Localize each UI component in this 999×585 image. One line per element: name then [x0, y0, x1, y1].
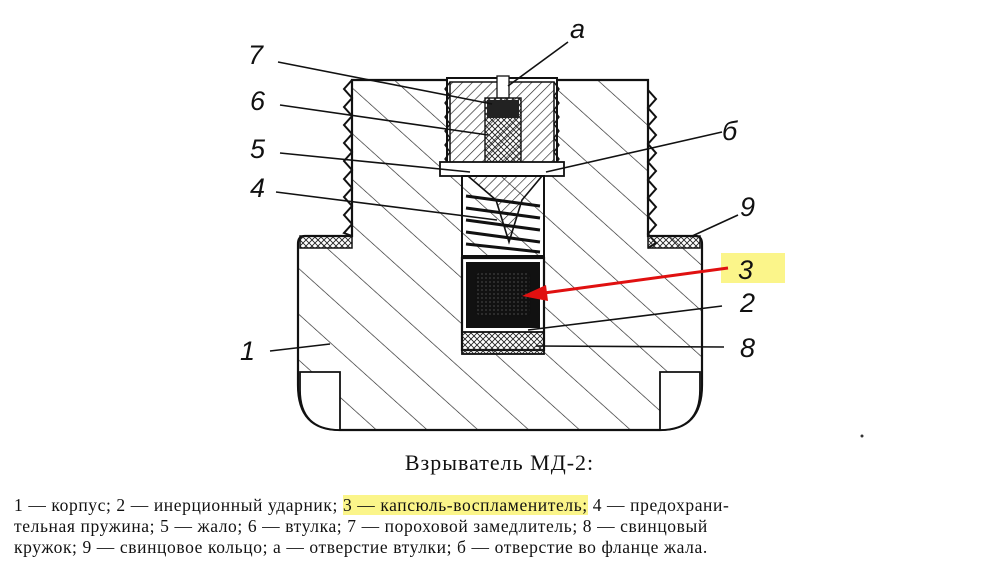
label-4: 4: [250, 173, 265, 203]
lead-disc: [461, 331, 545, 355]
legend-text: 1 — корпус; 2 — инерционный ударник; 3 —…: [14, 495, 989, 558]
label-a: а: [570, 14, 585, 44]
recess-left: [299, 371, 341, 431]
label-3: 3: [738, 255, 753, 285]
label-5: 5: [250, 134, 266, 164]
legend-line-1-start: 1 — корпус; 2 — инерционный ударник;: [14, 495, 343, 515]
label-b: б: [722, 116, 738, 146]
recess-right: [659, 371, 701, 431]
legend-highlight-primer: 3 — капсюль-воспламенитель;: [342, 495, 588, 515]
lead-ring-right: [647, 235, 701, 249]
label-1: 1: [240, 336, 255, 366]
label-6: 6: [250, 86, 266, 116]
leader-lines: [269, 41, 739, 352]
speck-dot: [860, 434, 864, 438]
legend-line-3: кружок; 9 — свинцовое кольцо; а — отверс…: [14, 537, 708, 557]
central-channel: [439, 75, 565, 355]
label-3-highlight: [721, 253, 785, 283]
figure-caption: Взрыватель МД-2:: [404, 450, 595, 475]
label-8: 8: [740, 333, 755, 363]
safety-spring: [465, 194, 541, 254]
primer: [475, 271, 531, 317]
label-9: 9: [740, 192, 755, 222]
legend-line-2: тельная пружина; 5 — жало; 6 — втулка; 7…: [14, 516, 708, 536]
label-2: 2: [739, 288, 755, 318]
red-arrow: [522, 266, 729, 301]
right-thread: [646, 89, 658, 249]
legend-line-1-end: 4 — предохрани-: [587, 495, 730, 515]
lead-ring-left: [299, 235, 353, 249]
left-thread: [342, 79, 354, 237]
bushing-hole: [496, 75, 510, 99]
legend-line-1: 1 — корпус; 2 — инерционный ударник; 3 —…: [14, 495, 989, 516]
label-7: 7: [248, 40, 264, 70]
